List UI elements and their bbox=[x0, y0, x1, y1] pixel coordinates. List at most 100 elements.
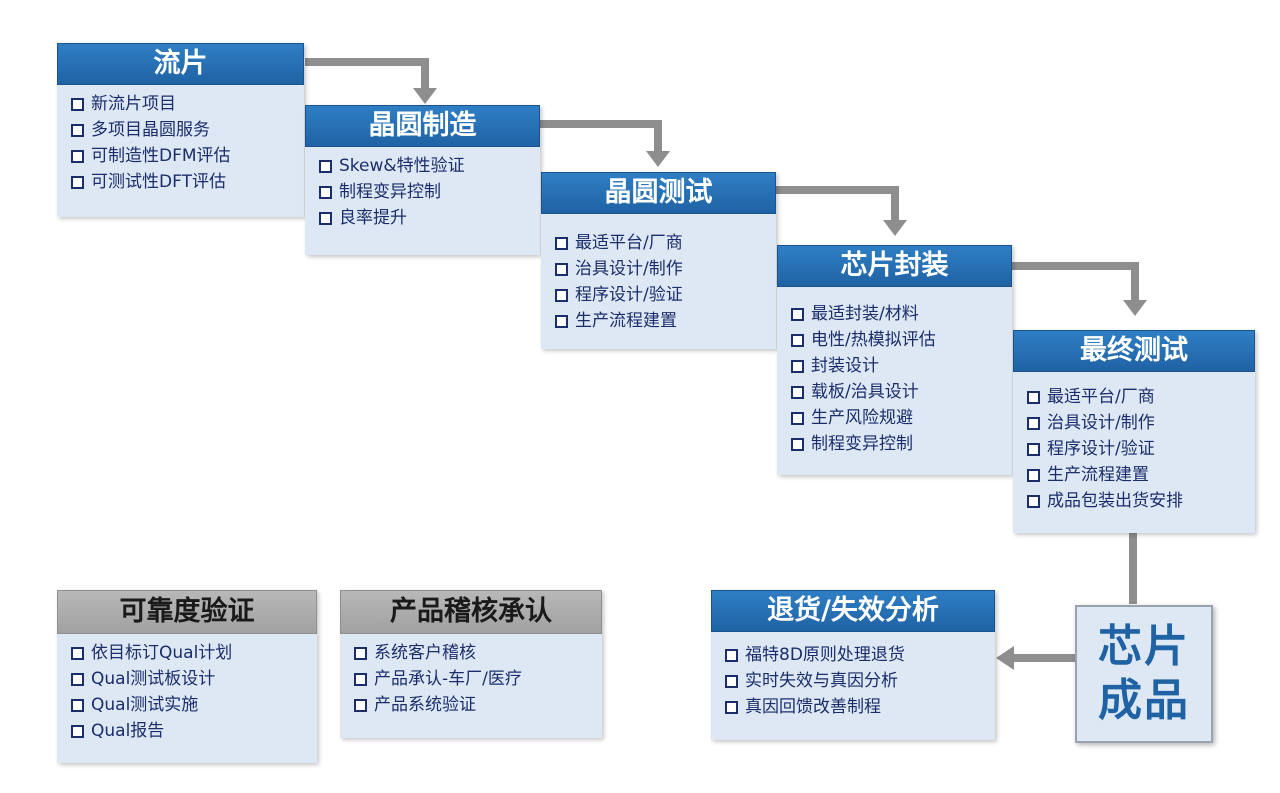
list-item: 多项目晶圆服务 bbox=[71, 117, 296, 143]
checkbox-icon bbox=[791, 359, 804, 373]
product-audit-approval-list: 系统客户稽核 产品承认-车厂/医疗 产品系统验证 bbox=[340, 634, 602, 724]
checkbox-icon bbox=[791, 411, 804, 425]
checkbox-icon bbox=[791, 385, 804, 399]
arrowhead-1 bbox=[413, 88, 437, 104]
list-item: Skew&特性验证 bbox=[319, 153, 532, 179]
list-item: 可测试性DFT评估 bbox=[71, 169, 296, 195]
checkbox-icon bbox=[1027, 390, 1040, 404]
reliability-verification-list: 依目标订Qual计划 Qual测试板设计 Qual测试实施 Qual报告 bbox=[57, 634, 317, 750]
stage-packaging-list: 最适封装/材料 电性/热模拟评估 封装设计 载板/治具设计 生产风险规避 制程变… bbox=[777, 287, 1012, 463]
list-item: 封装设计 bbox=[791, 353, 1004, 379]
stage-wafer-test-list: 最适平台/厂商 治具设计/制作 程序设计/验证 生产流程建置 bbox=[541, 214, 776, 340]
list-item: 程序设计/验证 bbox=[1027, 436, 1247, 462]
checkbox-icon bbox=[1027, 468, 1040, 482]
stage-wafer-test: 晶圆测试 最适平台/厂商 治具设计/制作 程序设计/验证 生产流程建置 bbox=[541, 172, 776, 349]
list-item: 产品系统验证 bbox=[354, 692, 594, 718]
stage-tapeout: 流片 新流片项目 多项目晶圆服务 可制造性DFM评估 可测试性DFT评估 bbox=[57, 43, 304, 217]
stage-wafer-fab-list: Skew&特性验证 制程变异控制 良率提升 bbox=[305, 147, 540, 237]
checkbox-icon bbox=[725, 700, 738, 714]
returns-failure-analysis-title: 退货/失效分析 bbox=[711, 590, 995, 632]
checkbox-icon bbox=[71, 646, 84, 660]
list-item: 可制造性DFM评估 bbox=[71, 143, 296, 169]
returns-failure-analysis: 退货/失效分析 福特8D原则处理退货 实时失效与真因分析 真因回馈改善制程 bbox=[711, 590, 995, 740]
stage-wafer-test-title: 晶圆测试 bbox=[541, 172, 776, 214]
arrowhead-2 bbox=[646, 151, 670, 167]
list-item: 最适平台/厂商 bbox=[1027, 384, 1247, 410]
arrow-package-to-final-test bbox=[1012, 262, 1139, 302]
checkbox-icon bbox=[319, 185, 332, 199]
stage-final-test: 最终测试 最适平台/厂商 治具设计/制作 程序设计/验证 生产流程建置 成品包装… bbox=[1013, 330, 1255, 533]
list-item: Qual测试实施 bbox=[71, 692, 309, 718]
list-item: 制程变异控制 bbox=[319, 179, 532, 205]
checkbox-icon bbox=[354, 646, 367, 660]
checkbox-icon bbox=[555, 262, 568, 276]
checkbox-icon bbox=[555, 288, 568, 302]
product-audit-approval: 产品稽核承认 系统客户稽核 产品承认-车厂/医疗 产品系统验证 bbox=[340, 590, 602, 738]
stage-final-test-title: 最终测试 bbox=[1013, 330, 1255, 372]
checkbox-icon bbox=[725, 648, 738, 662]
arrowhead-3 bbox=[883, 220, 907, 236]
final-product-line1: 芯片 bbox=[1098, 621, 1190, 672]
checkbox-icon bbox=[71, 698, 84, 712]
stage-tapeout-title: 流片 bbox=[57, 43, 304, 85]
list-item: 依目标订Qual计划 bbox=[71, 640, 309, 666]
list-item: 福特8D原则处理退货 bbox=[725, 642, 987, 668]
checkbox-icon bbox=[791, 437, 804, 451]
checkbox-icon bbox=[1027, 442, 1040, 456]
list-item: 最适封装/材料 bbox=[791, 301, 1004, 327]
arrow-fab-to-wafer-test bbox=[540, 120, 662, 153]
list-item: 生产风险规避 bbox=[791, 405, 1004, 431]
checkbox-icon bbox=[1027, 416, 1040, 430]
arrowhead-4 bbox=[1123, 300, 1147, 316]
final-chip-product: 芯片 成品 bbox=[1075, 605, 1213, 743]
arrow-tapeout-to-fab bbox=[305, 58, 429, 90]
list-item: 新流片项目 bbox=[71, 91, 296, 117]
list-item: 电性/热模拟评估 bbox=[791, 327, 1004, 353]
list-item: 系统客户稽核 bbox=[354, 640, 594, 666]
checkbox-icon bbox=[555, 236, 568, 250]
checkbox-icon bbox=[71, 123, 84, 137]
arrow-wafer-test-to-package bbox=[776, 186, 899, 222]
checkbox-icon bbox=[1027, 494, 1040, 508]
list-item: 治具设计/制作 bbox=[555, 256, 768, 282]
list-item: 载板/治具设计 bbox=[791, 379, 1004, 405]
list-item: 最适平台/厂商 bbox=[555, 230, 768, 256]
stage-wafer-fab: 晶圆制造 Skew&特性验证 制程变异控制 良率提升 bbox=[305, 105, 540, 255]
stage-final-test-list: 最适平台/厂商 治具设计/制作 程序设计/验证 生产流程建置 成品包装出货安排 bbox=[1013, 372, 1255, 520]
checkbox-icon bbox=[791, 333, 804, 347]
reliability-verification-title: 可靠度验证 bbox=[57, 590, 317, 634]
list-item: 良率提升 bbox=[319, 205, 532, 231]
list-item: Qual测试板设计 bbox=[71, 666, 309, 692]
checkbox-icon bbox=[354, 672, 367, 686]
checkbox-icon bbox=[555, 314, 568, 328]
stage-packaging-title: 芯片封装 bbox=[777, 245, 1012, 287]
list-item: 实时失效与真因分析 bbox=[725, 668, 987, 694]
checkbox-icon bbox=[71, 97, 84, 111]
checkbox-icon bbox=[791, 307, 804, 321]
stage-tapeout-list: 新流片项目 多项目晶圆服务 可制造性DFM评估 可测试性DFT评估 bbox=[57, 85, 304, 201]
list-item: 治具设计/制作 bbox=[1027, 410, 1247, 436]
list-item: 程序设计/验证 bbox=[555, 282, 768, 308]
checkbox-icon bbox=[71, 672, 84, 686]
checkbox-icon bbox=[71, 724, 84, 738]
list-item: 真因回馈改善制程 bbox=[725, 694, 987, 720]
list-item: 制程变异控制 bbox=[791, 431, 1004, 457]
stage-wafer-fab-title: 晶圆制造 bbox=[305, 105, 540, 147]
checkbox-icon bbox=[725, 674, 738, 688]
arrowhead-5 bbox=[996, 646, 1014, 670]
product-audit-approval-title: 产品稽核承认 bbox=[340, 590, 602, 634]
returns-failure-analysis-list: 福特8D原则处理退货 实时失效与真因分析 真因回馈改善制程 bbox=[711, 632, 995, 726]
list-item: Qual报告 bbox=[71, 718, 309, 744]
list-item: 产品承认-车厂/医疗 bbox=[354, 666, 594, 692]
reliability-verification: 可靠度验证 依目标订Qual计划 Qual测试板设计 Qual测试实施 Qual… bbox=[57, 590, 317, 763]
checkbox-icon bbox=[354, 698, 367, 712]
final-product-line2: 成品 bbox=[1098, 675, 1190, 726]
checkbox-icon bbox=[71, 149, 84, 163]
list-item: 成品包装出货安排 bbox=[1027, 488, 1247, 514]
checkbox-icon bbox=[319, 211, 332, 225]
list-item: 生产流程建置 bbox=[555, 308, 768, 334]
checkbox-icon bbox=[71, 175, 84, 189]
list-item: 生产流程建置 bbox=[1027, 462, 1247, 488]
stage-packaging: 芯片封装 最适封装/材料 电性/热模拟评估 封装设计 载板/治具设计 生产风险规… bbox=[777, 245, 1012, 475]
